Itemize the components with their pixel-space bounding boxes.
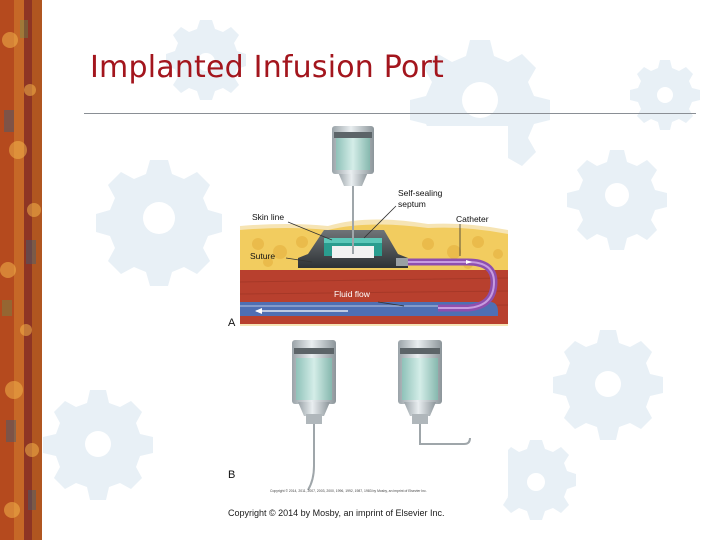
title-divider [84,113,696,114]
copyright-caption: Copyright © 2014 by Mosby, an imprint of… [228,508,445,518]
needle-b-angled [419,424,471,445]
catheter-highlight [404,261,496,309]
label-skin-line: Skin line [252,212,284,222]
panel-label-a: A [228,317,236,329]
label-septum-line2: septum [398,199,426,209]
label-catheter: Catheter [456,214,489,224]
figure-small-copyright: Copyright © 2014, 2011, 2007, 2003, 2000… [270,489,427,493]
needle-b-straight [307,424,315,491]
needle-a [352,186,354,254]
label-fluid-flow: Fluid flow [334,289,371,299]
label-suture: Suture [250,251,275,261]
slide-title: Implanted Infusion Port [90,50,445,85]
syringe-b-angled [398,340,471,445]
infusion-port-figure: Skin line Suture Self-sealing septum Cat… [228,126,508,496]
syringe-a [332,126,374,186]
panel-label-b: B [228,469,235,481]
syringe-b-straight [292,340,336,491]
label-septum-line1: Self-sealing [398,188,443,198]
decorative-side-strip [0,0,42,540]
fluid-flow-arrow [255,308,262,314]
